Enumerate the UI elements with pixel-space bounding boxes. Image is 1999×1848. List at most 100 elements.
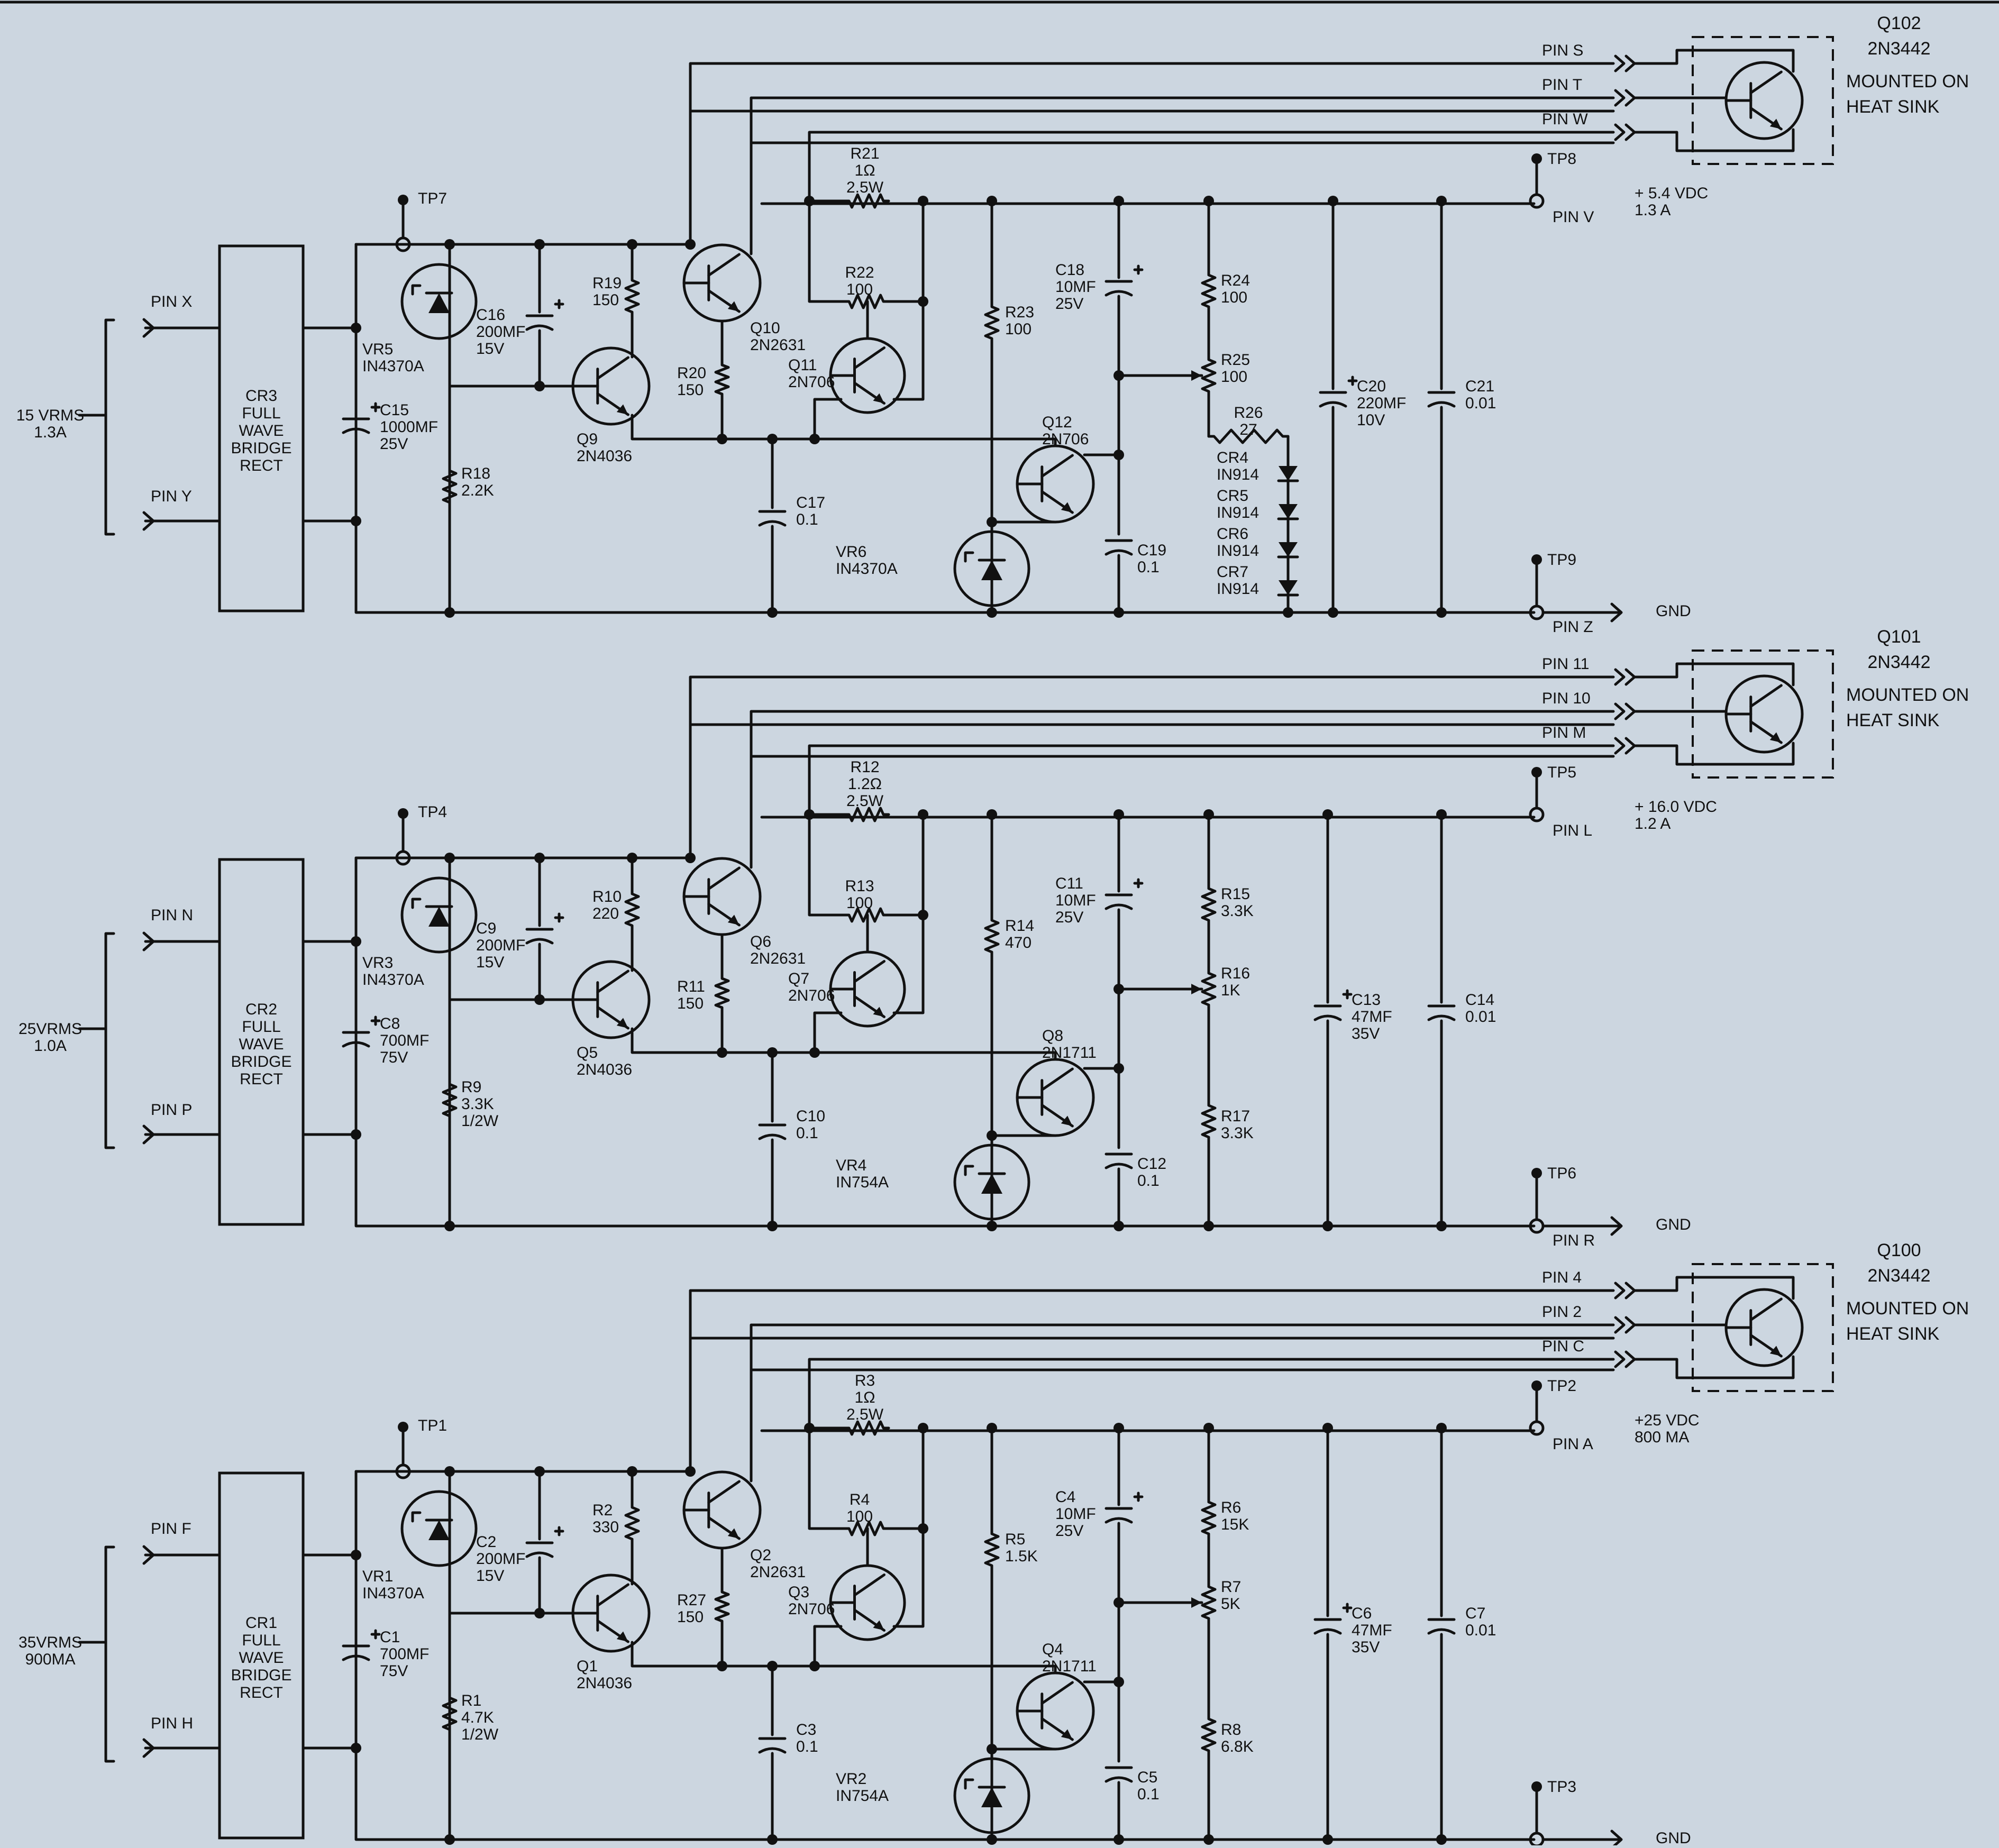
limit-transistor-label: Q7: [788, 970, 809, 987]
emitter-arrow: [616, 1631, 628, 1642]
junction-dot: [1113, 1423, 1124, 1433]
hf-capacitor: C70.01: [1427, 1423, 1496, 1845]
tp-out-label: TP5: [1547, 764, 1576, 781]
junction-dot: [444, 607, 455, 618]
diode-triangle: [1279, 542, 1298, 557]
junction-dot: [398, 195, 408, 205]
mid-cap-label: C2: [476, 1533, 496, 1551]
limit-transistor-label: Q3: [788, 1584, 809, 1601]
junction-dot: [809, 1661, 820, 1671]
transistor: [1016, 1058, 1095, 1137]
ext-transistor-note: MOUNTED ON: [1846, 71, 1969, 92]
junction-dot: [398, 808, 408, 819]
sense-resistor-label: 2.5W: [846, 792, 884, 810]
wire: [750, 1368, 1615, 1483]
divider-pot-label: R16: [1221, 965, 1250, 982]
wire: [411, 1511, 422, 1523]
input-cap-label: 1000MF: [380, 418, 438, 436]
ext-pin-label-2: PIN W: [1542, 111, 1588, 128]
junction-dot: [534, 239, 545, 250]
resistor: [1201, 353, 1217, 398]
bridge-box: [218, 244, 305, 612]
base-resistor-label: R10: [592, 888, 622, 905]
ext-transistor-id: 2N3442: [1867, 39, 1930, 59]
bridge-label: RECT: [240, 1684, 283, 1701]
junction-dot: [534, 1466, 545, 1477]
junction-dot: [987, 196, 997, 206]
hf-cap-label: 0.01: [1465, 1622, 1496, 1639]
bridge-box: [218, 858, 305, 1226]
input-cap-label: 75V: [380, 1049, 408, 1066]
wire: [842, 1420, 890, 1436]
divider-pot-label: R25: [1221, 351, 1250, 369]
base-cap: [758, 1123, 787, 1140]
diode-label: IN914: [1217, 504, 1259, 522]
cap-plate-curved: [525, 324, 554, 331]
junction-dot: [685, 1466, 696, 1477]
cap-plate-curved: [1105, 1163, 1133, 1169]
wire: [631, 414, 1025, 441]
sense-resistor-label: 2.5W: [846, 1406, 884, 1423]
wire: [1022, 1664, 1057, 1675]
transistor: [829, 950, 906, 1028]
wire: [1201, 1580, 1217, 1625]
junction-dot: [685, 239, 696, 250]
cap-plate-curved: [1427, 1628, 1456, 1635]
junction-dot: [627, 853, 637, 863]
junction-dot: [717, 1661, 727, 1671]
wire: [1201, 882, 1217, 927]
ext-transistor-id: Q100: [1877, 1240, 1921, 1260]
sense-resistor-label: 1.2Ω: [848, 775, 882, 793]
wire: [1201, 268, 1217, 314]
bulk-cap-label: 47MF: [1352, 1622, 1392, 1639]
junction-dot: [1113, 1834, 1124, 1845]
base-cap-label: 0.1: [796, 1738, 818, 1755]
resistor: [1201, 1099, 1217, 1144]
emitter-arrow: [1769, 1346, 1782, 1356]
base-resistor-label: 150: [592, 291, 619, 309]
wiper-arrow: [1191, 370, 1202, 381]
wire: [104, 932, 115, 1149]
reference-resistor: R51.5K: [984, 1423, 1038, 1845]
ext-pin-label-1: PIN 2: [1542, 1303, 1582, 1321]
hf-cap: [1427, 1618, 1456, 1635]
divider-top-label: 15K: [1221, 1516, 1249, 1533]
be-resistor-label: R20: [677, 364, 706, 382]
bleeder-label: R9: [461, 1078, 481, 1096]
output-cap: [1105, 1492, 1144, 1524]
junction-dot: [767, 1221, 778, 1231]
wire: [442, 1691, 458, 1736]
base-cap-label: C3: [796, 1721, 816, 1739]
sense-resistor-label: 1Ω: [854, 1389, 875, 1406]
wiper-arrow: [1191, 984, 1202, 994]
bulk-cap-label: 10V: [1357, 411, 1385, 429]
wire: [813, 398, 843, 441]
emitter-arrow: [1769, 118, 1782, 129]
wire: [750, 710, 1615, 758]
wire: [1614, 123, 1626, 141]
tp-out-label: TP2: [1547, 1377, 1576, 1395]
transistor-collector: [1040, 1681, 1074, 1705]
limit-pot-label: 100: [846, 281, 873, 298]
wire: [624, 273, 640, 319]
wire: [354, 243, 1536, 614]
output-cap-label: 25V: [1055, 909, 1083, 926]
input-zener-label: VR3: [362, 954, 393, 972]
ext-transistor-note: MOUNTED ON: [1846, 685, 1969, 705]
junction-dot: [444, 853, 455, 863]
ref-zener-label: IN4370A: [836, 560, 898, 578]
divider-pot-label: 1K: [1221, 982, 1240, 999]
input-pin-a: PIN N: [151, 907, 193, 924]
transistor: [571, 960, 651, 1039]
divider-top-label: 3.3K: [1221, 902, 1254, 920]
wire: [1610, 602, 1623, 623]
